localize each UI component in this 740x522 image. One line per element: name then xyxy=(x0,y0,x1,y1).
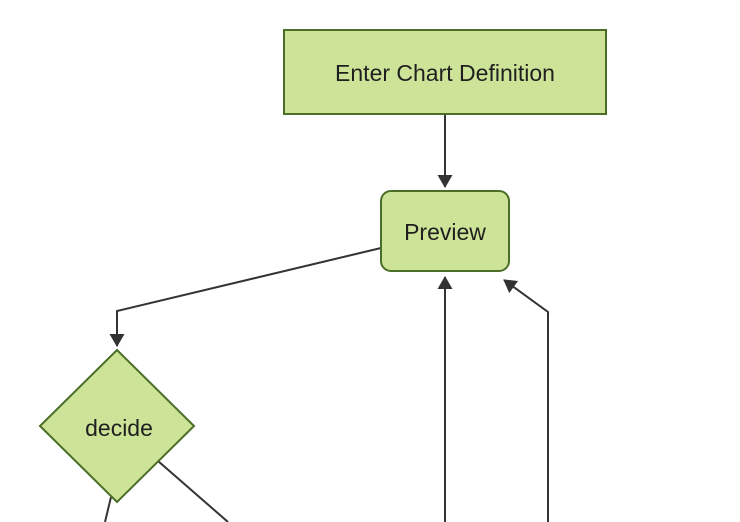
node-preview-label: Preview xyxy=(404,219,486,245)
edge-decide-to-offscreen-bottom-right xyxy=(157,460,229,522)
node-decide-shape xyxy=(38,348,196,504)
node-enter-chart-definition-shape xyxy=(283,29,607,115)
node-enter-chart-definition: Enter Chart Definition xyxy=(283,29,607,115)
node-preview: Preview xyxy=(380,190,510,272)
edge-offscreen-bottom-right-to-preview xyxy=(503,279,549,522)
edge-decide-to-offscreen-bottom-left xyxy=(104,496,112,522)
node-decide-label: decide xyxy=(85,415,153,441)
edge-preview-to-decide xyxy=(109,247,382,347)
node-decide: decide xyxy=(38,348,196,504)
node-preview-shape xyxy=(380,190,510,272)
node-enter-chart-definition-label: Enter Chart Definition xyxy=(335,60,555,86)
